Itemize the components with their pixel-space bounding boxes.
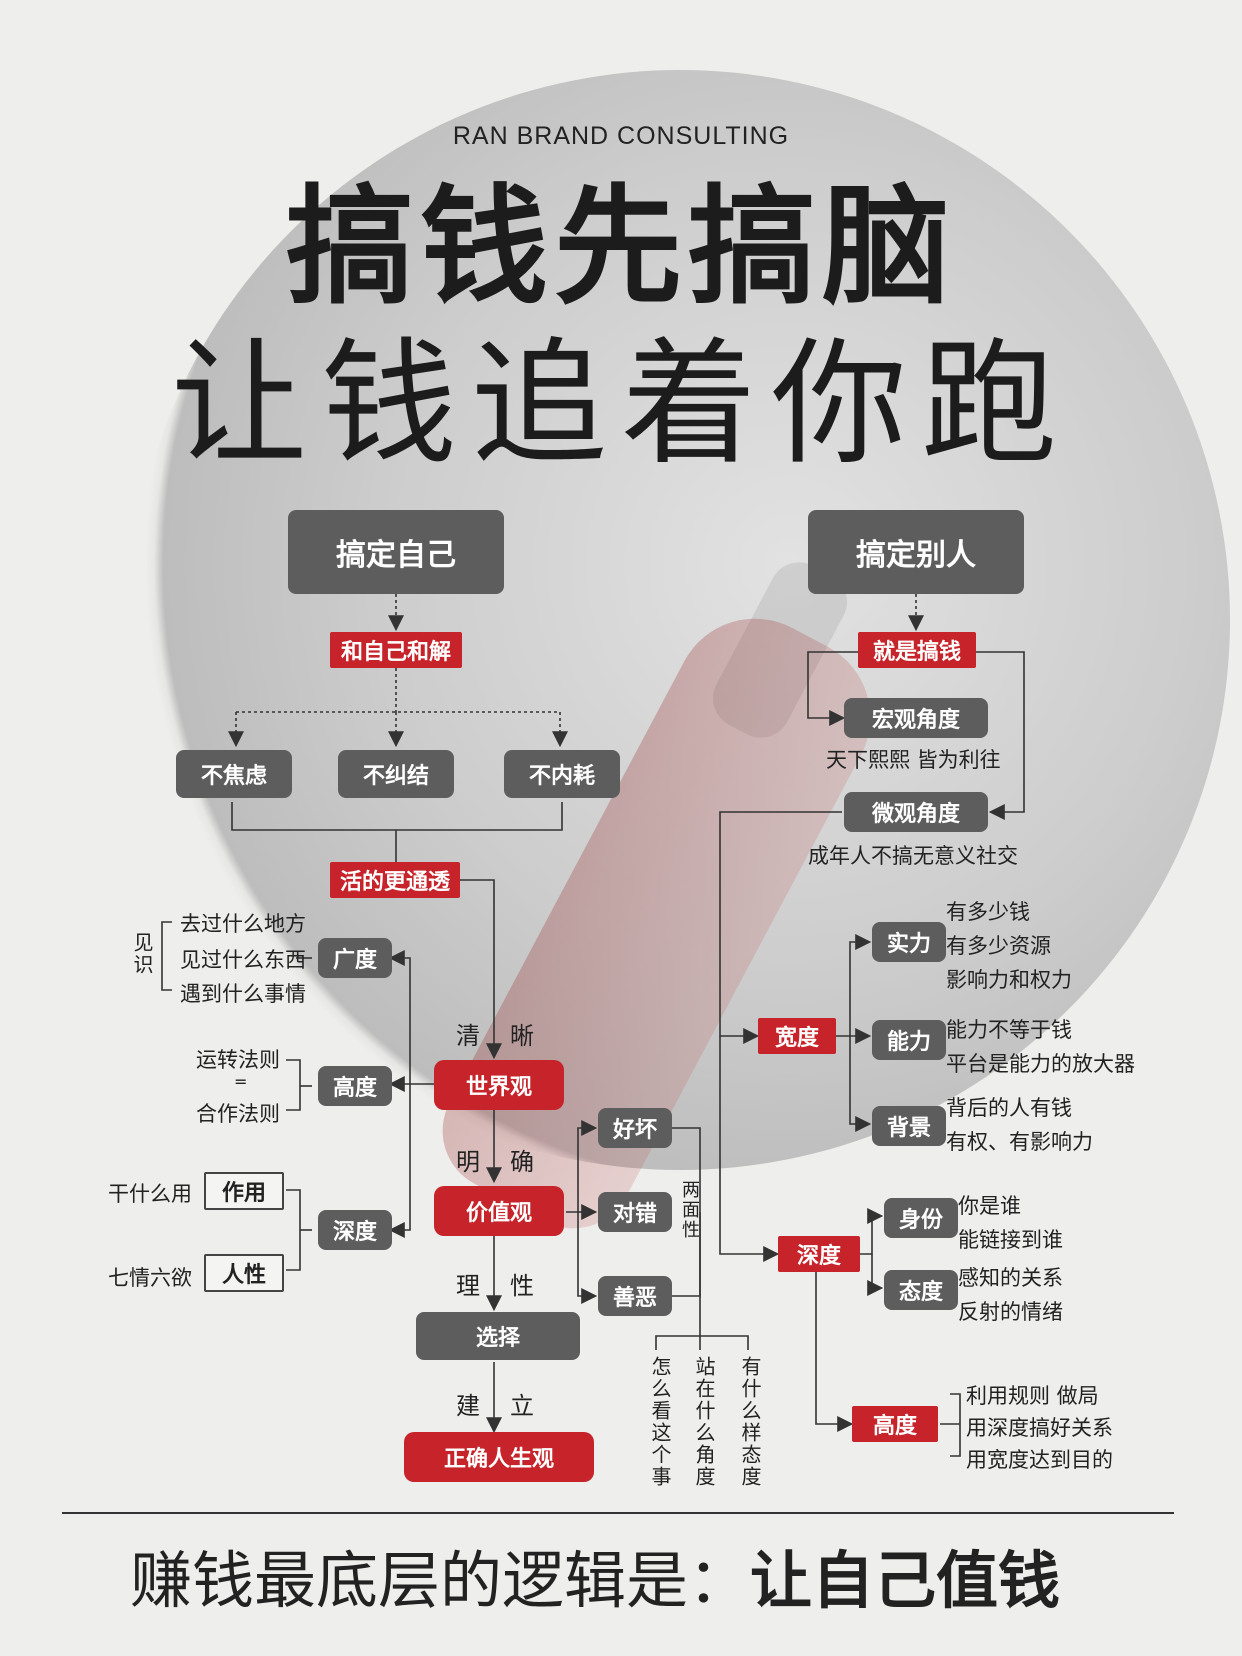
height-item-2: 用深度搞好关系 — [966, 1416, 1113, 1440]
vertical-note-2: 站在什么角度 — [692, 1356, 716, 1488]
node-left-height: 高度 — [318, 1066, 392, 1106]
node-live-clear: 活的更通透 — [330, 862, 460, 898]
footer-emphasis: 让自己值钱 — [750, 1544, 1061, 1617]
node-values: 价值观 — [434, 1186, 564, 1236]
node-no-anxiety: 不焦虑 — [176, 750, 292, 798]
background-circle — [130, 70, 1230, 1170]
sub-title: 让钱追着你跑 — [171, 326, 1071, 484]
clear2-b: 确 — [510, 1148, 534, 1176]
ability-item-1: 能力不等于钱 — [946, 1018, 1072, 1042]
node-right-depth: 深度 — [778, 1236, 860, 1272]
reason-a: 理 — [456, 1272, 480, 1300]
identity-item-2: 能链接到谁 — [958, 1228, 1063, 1252]
insight-item-3: 遇到什么事情 — [180, 982, 306, 1006]
build-b: 立 — [510, 1392, 534, 1420]
node-make-money: 就是搞钱 — [858, 632, 976, 668]
footer-divider — [62, 1512, 1174, 1514]
insight-label: 见识 — [130, 932, 154, 976]
build-a: 建 — [456, 1392, 480, 1420]
vertical-note-1: 怎么看这个事 — [648, 1356, 672, 1488]
node-right-wrong: 对错 — [598, 1192, 672, 1232]
node-background: 背景 — [872, 1106, 946, 1146]
insight-item-1: 去过什么地方 — [180, 912, 306, 936]
background-item-2: 有权、有影响力 — [946, 1130, 1093, 1154]
macro-note: 天下熙熙 皆为利往 — [826, 748, 1001, 772]
node-no-tangle: 不纠结 — [338, 750, 454, 798]
node-ability: 能力 — [872, 1020, 946, 1060]
desire-label: 七情六欲 — [108, 1266, 192, 1290]
height-item-1: 利用规则 做局 — [966, 1384, 1099, 1408]
clear2-a: 明 — [456, 1148, 480, 1176]
use-label: 干什么用 — [108, 1182, 192, 1206]
node-strength: 实力 — [872, 922, 946, 962]
identity-item-1: 你是谁 — [958, 1194, 1021, 1218]
clear-b: 晰 — [510, 1022, 534, 1050]
root-others: 搞定别人 — [808, 510, 1024, 594]
node-attitude: 态度 — [884, 1270, 958, 1310]
laws-top: 运转法则 — [196, 1048, 280, 1072]
footer-prefix: 赚钱最底层的逻辑是： — [130, 1544, 751, 1617]
footer-text: 赚钱最底层的逻辑是：让自己值钱 — [130, 1530, 1060, 1620]
main-title: 搞钱先搞脑 — [285, 173, 956, 322]
background-item-1: 背后的人有钱 — [946, 1096, 1072, 1120]
root-self: 搞定自己 — [288, 510, 504, 594]
strength-item-3: 影响力和权力 — [946, 968, 1072, 992]
attitude-item-1: 感知的关系 — [958, 1266, 1063, 1290]
vertical-note-3: 有什么样态度 — [738, 1356, 762, 1488]
two-sides: 两面性 — [679, 1180, 700, 1240]
node-identity: 身份 — [884, 1198, 958, 1238]
strength-item-2: 有多少资源 — [946, 934, 1051, 958]
desire-box: 人性 — [204, 1254, 284, 1292]
node-left-breadth: 广度 — [318, 938, 392, 978]
attitude-item-2: 反射的情绪 — [958, 1300, 1063, 1324]
node-right-height: 高度 — [852, 1406, 938, 1442]
micro-note: 成年人不搞无意义社交 — [808, 844, 1018, 868]
insight-item-2: 见过什么东西 — [180, 948, 306, 972]
strength-item-1: 有多少钱 — [946, 900, 1030, 924]
node-micro: 微观角度 — [844, 792, 988, 832]
node-right-breadth: 宽度 — [758, 1018, 836, 1054]
node-left-depth: 深度 — [318, 1210, 392, 1250]
laws-bottom: 合作法则 — [196, 1102, 280, 1126]
node-reconcile: 和自己和解 — [330, 632, 462, 668]
use-box: 作用 — [204, 1172, 284, 1210]
ability-item-2: 平台是能力的放大器 — [946, 1052, 1135, 1076]
clear-a: 清 — [456, 1022, 480, 1050]
node-no-drain: 不内耗 — [504, 750, 620, 798]
node-choice: 选择 — [416, 1312, 580, 1360]
node-macro: 宏观角度 — [844, 698, 988, 738]
laws-equals: = — [234, 1072, 248, 1091]
node-life-view: 正确人生观 — [404, 1432, 594, 1482]
node-worldview: 世界观 — [434, 1060, 564, 1110]
reason-b: 性 — [510, 1272, 534, 1300]
node-good-evil: 善恶 — [598, 1276, 672, 1316]
height-item-3: 用宽度达到目的 — [966, 1448, 1113, 1472]
node-good-bad: 好坏 — [598, 1108, 672, 1148]
brand-name: RAN BRAND CONSULTING — [452, 122, 790, 150]
